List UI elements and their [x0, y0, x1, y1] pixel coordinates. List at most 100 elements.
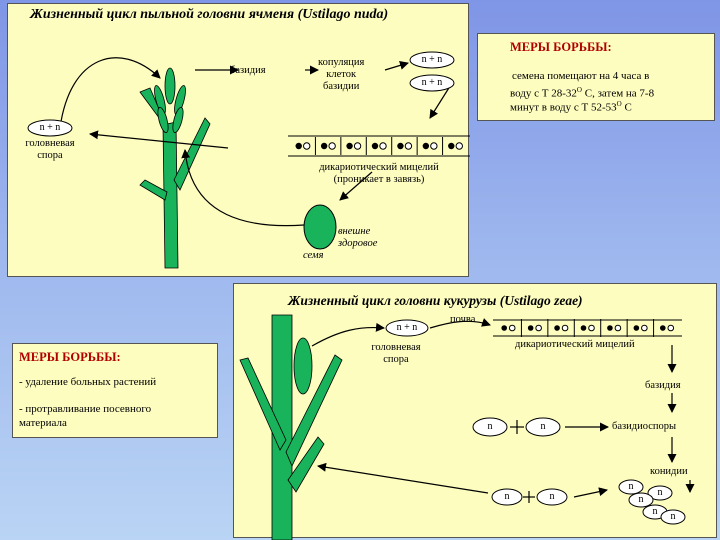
arrow-mycel-to-seed	[339, 171, 373, 201]
spore-oval	[27, 119, 73, 137]
nucleus	[535, 324, 542, 332]
nucleus	[353, 142, 362, 150]
label-konidii: конидии	[650, 466, 688, 477]
arrow-to-plant	[317, 462, 489, 494]
mycelium-bottom	[493, 319, 682, 337]
nucleus	[303, 142, 311, 150]
measures-line-1: семена помещают на 4 часа в	[512, 70, 650, 82]
nn-oval-b	[409, 74, 455, 92]
nucleus	[397, 142, 404, 150]
nucleus	[580, 325, 587, 331]
nucleus	[501, 325, 508, 331]
arrow-to-spore	[89, 130, 229, 149]
arrow-fuse-to-konidii	[573, 487, 608, 498]
konidia-oval-5	[660, 509, 686, 525]
n-oval-3	[491, 488, 523, 506]
label-soil: почва	[450, 314, 476, 325]
konidia-oval-3	[628, 492, 654, 508]
nucleus	[561, 324, 569, 332]
nucleus	[430, 142, 438, 150]
nucleus	[607, 325, 613, 331]
label-corn-bazidia: базидия	[645, 380, 681, 391]
nucleus	[448, 142, 455, 150]
nucleus	[641, 324, 648, 332]
n-oval-2	[525, 417, 561, 437]
nucleus	[633, 325, 640, 331]
measures-header: МЕРЫ БОРЬБЫ:	[510, 40, 612, 54]
nucleus	[554, 325, 560, 331]
arrow-to-nn-a	[384, 61, 409, 71]
measures-line-3: минут в воду с Т 52-53О С	[510, 100, 632, 114]
n-label-2: n	[540, 421, 546, 432]
nucleus	[667, 324, 675, 332]
nucleus	[588, 324, 595, 332]
corn-leaf-lower	[287, 436, 325, 493]
nucleus	[328, 142, 336, 150]
measures-line-2: воду с Т 28-32О С, затем на 7-8	[510, 86, 655, 100]
measures2-header: МЕРЫ БОРЬБЫ:	[19, 350, 121, 364]
infected-seed	[303, 204, 337, 250]
barley-leaf	[173, 117, 211, 191]
label-spore: головневая спора	[25, 138, 75, 161]
nucleus	[346, 142, 353, 150]
nucleus	[320, 142, 328, 150]
corn-leaf-left	[239, 357, 287, 451]
konidia-oval-2	[647, 485, 673, 501]
nucleus	[404, 142, 413, 150]
label-bazidiospory: базидиоспоры	[612, 421, 677, 432]
spore-nn-label: n + n	[39, 122, 61, 133]
konidia-label-1: n	[628, 481, 634, 492]
barley-plant	[139, 67, 211, 269]
barley-grain	[164, 67, 176, 105]
konidia-label-5: n	[670, 511, 676, 522]
arrow-spore-to-ear	[59, 57, 161, 129]
corn-nn-label: n + n	[396, 322, 418, 333]
nn-b-label: n + n	[421, 77, 443, 88]
n-label-3: n	[504, 491, 510, 502]
konidia-label-4: n	[652, 506, 658, 517]
label-corn-spore: головневая спора	[371, 342, 421, 365]
corn-nn-oval	[385, 319, 429, 337]
konidia-oval-1	[618, 479, 644, 495]
measures2-line-2: - протравливание посевного	[19, 403, 152, 415]
nucleus	[422, 142, 430, 150]
konidia-label-3: n	[638, 494, 644, 505]
nn-a-label: n + n	[421, 54, 443, 65]
corn-leaf-right	[285, 354, 343, 467]
corn-plant	[239, 314, 343, 540]
measures2-line-3: материала	[19, 417, 67, 429]
nucleus	[508, 324, 516, 332]
nucleus	[371, 142, 379, 150]
nucleus	[527, 325, 534, 331]
corn-cycle-title: Жизненный цикл головни кукурузы (Ustilag…	[288, 293, 583, 308]
label-seed-word: семя	[303, 250, 324, 261]
control-measures-barley: МЕРЫ БОРЬБЫ: семена помещают на 4 часа в…	[477, 33, 715, 121]
arrow-seed-to-plant	[181, 149, 305, 227]
barley-grain	[172, 107, 184, 133]
konidia-label-2: n	[657, 487, 663, 498]
n-label-4: n	[549, 491, 555, 502]
label-mycelium: дикариотический мицелий (проникает в зав…	[319, 162, 439, 185]
measures2-line-1: - удаление больных растений	[19, 376, 157, 388]
barley-cycle-title: Жизненный цикл пыльной головни ячменя (U…	[30, 7, 389, 22]
barley-leaf-low	[139, 179, 168, 201]
corn-gall	[293, 337, 313, 395]
barley-grain	[157, 107, 169, 133]
n-label-1: n	[487, 421, 493, 432]
mycelium-top	[288, 135, 470, 157]
nn-oval-a	[409, 51, 455, 69]
corn-stem	[271, 314, 293, 540]
nucleus	[295, 142, 302, 150]
label-corn-mycelium: дикариотический мицелий	[515, 339, 635, 350]
nucleus	[379, 142, 387, 150]
nucleus	[659, 325, 666, 331]
n-oval-1	[472, 417, 508, 437]
control-measures-corn: МЕРЫ БОРЬБЫ: - удаление больных растений…	[12, 343, 218, 438]
nucleus	[455, 142, 463, 150]
arrow-spore-to-soil	[429, 318, 491, 329]
label-kopulation: копуляция клеток базидии	[318, 57, 365, 92]
nucleus	[614, 324, 622, 332]
arrow-gall-to-spore	[311, 322, 385, 347]
label-seed: внешне здоровое	[338, 226, 378, 249]
